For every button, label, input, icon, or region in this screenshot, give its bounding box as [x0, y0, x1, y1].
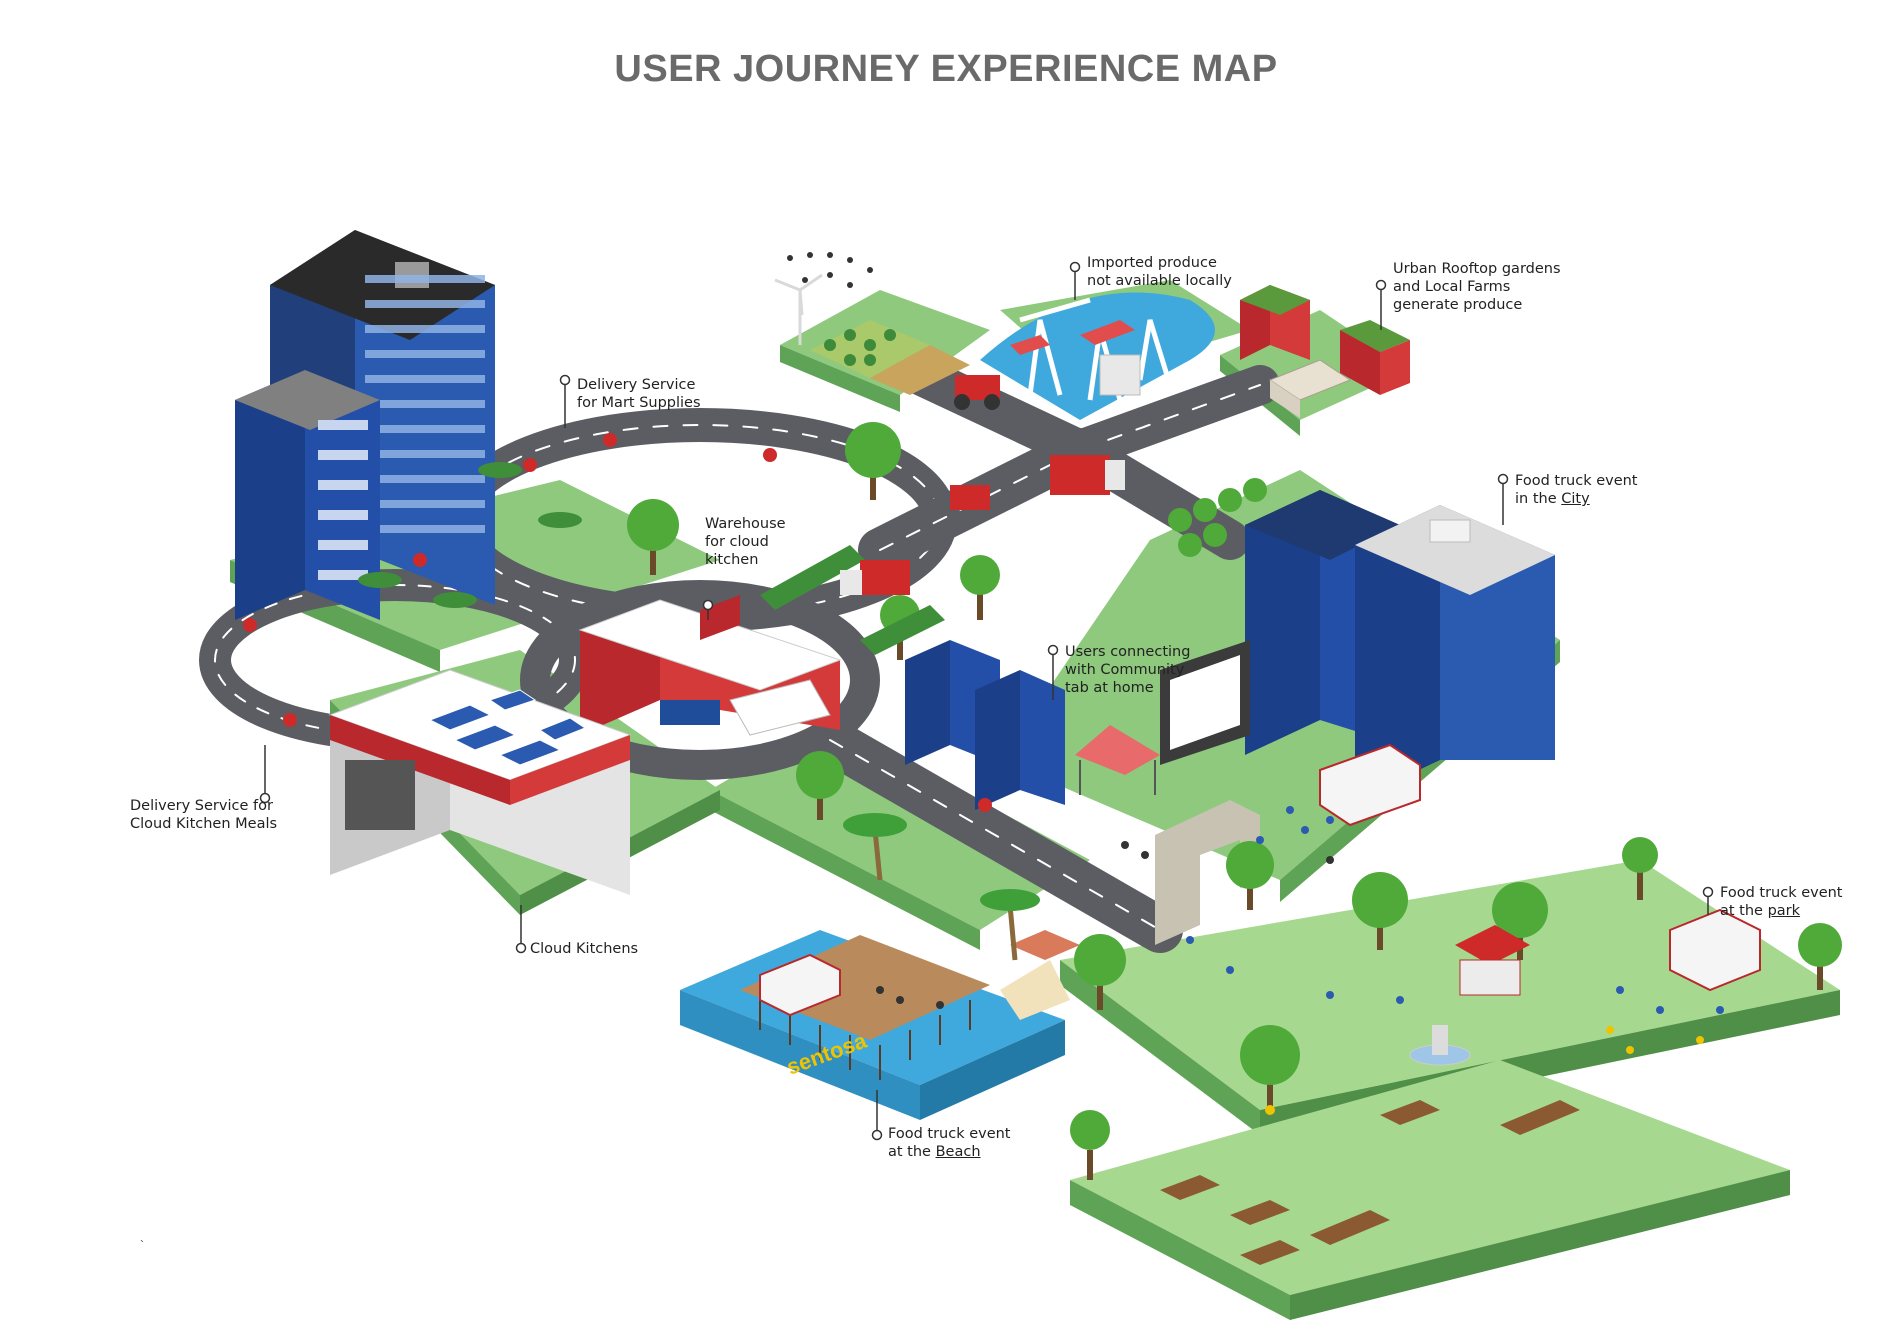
label-community-tab: Users connecting with Community tab at h…: [1065, 644, 1191, 696]
apartment-blocks: [905, 640, 1065, 810]
farm-fields: [774, 252, 1000, 410]
label-food-truck-city: Food truck event in the City: [1515, 473, 1638, 507]
page-title: USER JOURNEY EXPERIENCE MAP: [614, 48, 1278, 90]
warehouse-building: [578, 595, 842, 736]
label-food-truck-park: Food truck event at the park: [1720, 885, 1843, 919]
office-tower: [235, 230, 495, 620]
city-towers: [1075, 490, 1555, 945]
beach-link[interactable]: Beach: [935, 1144, 981, 1160]
label-rooftop-gardens: Urban Rooftop gardens and Local Farms ge…: [1393, 261, 1561, 313]
label-warehouse: Warehouse for cloud kitchen: [705, 516, 786, 568]
rooftop-buildings: [1240, 285, 1410, 418]
beach-pier: [680, 930, 1080, 1120]
stray-mark: `: [140, 1238, 144, 1252]
label-imported-produce: Imported produce not available locally: [1087, 255, 1232, 289]
cloud-kitchen-building: [328, 669, 632, 895]
label-mart-delivery: Delivery Service for Mart Supplies: [577, 377, 701, 411]
city-link[interactable]: City: [1561, 491, 1590, 507]
port-water: [980, 292, 1215, 420]
label-leaders: [259, 261, 1714, 1141]
vehicles-and-people: [243, 433, 1724, 1115]
park-link[interactable]: park: [1767, 903, 1801, 919]
label-food-truck-beach: Food truck event at the Beach: [888, 1126, 1011, 1160]
label-cloud-kitchens: Cloud Kitchens: [530, 941, 639, 957]
park-features: [1160, 908, 1761, 1265]
trees: [358, 422, 1842, 1180]
label-meals-delivery: Delivery Service for Cloud Kitchen Meals: [130, 798, 278, 832]
